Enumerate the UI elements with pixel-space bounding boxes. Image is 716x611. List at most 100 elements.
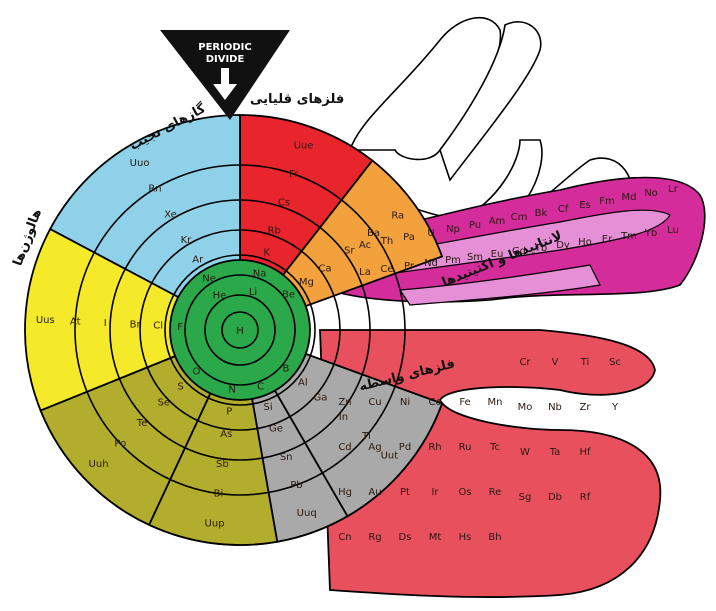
cell-label: Nb <box>548 402 562 413</box>
cell-label: H <box>236 326 244 337</box>
cell-label: Br <box>130 320 142 331</box>
cell-label: Rb <box>268 226 281 237</box>
cell-label: At <box>70 316 81 327</box>
divide-title-line1: PERIODIC <box>198 42 251 53</box>
cell-label: Np <box>446 224 460 235</box>
cell-label: Co <box>428 397 441 408</box>
cell-label: B <box>283 364 290 375</box>
cell-label: Te <box>136 418 148 429</box>
cell-label: Cl <box>153 321 163 332</box>
cell-label: F <box>177 322 183 333</box>
cell-label: Ag <box>368 442 381 453</box>
cell-label: Cr <box>519 357 531 368</box>
cell-label: Fr <box>289 169 299 180</box>
cell-label: Kr <box>181 235 193 246</box>
cell-label: Uup <box>205 518 225 529</box>
cell-label: Ba <box>367 228 380 239</box>
cell-label: Cf <box>558 204 569 215</box>
cell-label: Es <box>579 200 591 211</box>
cell-label: Pb <box>290 480 302 491</box>
cell-label: Uut <box>381 450 399 461</box>
cell-label: Sc <box>609 357 621 368</box>
cell-label: In <box>339 412 348 423</box>
cell-label: Am <box>489 216 506 227</box>
cell-label: Sg <box>519 492 532 503</box>
cell-label: Si <box>263 402 272 413</box>
cell-label: Sr <box>344 246 355 257</box>
cell-label: Er <box>602 234 613 245</box>
cell-label: Pm <box>445 255 461 266</box>
cell-label: Rg <box>368 532 381 543</box>
cell-label: Pu <box>469 220 481 231</box>
cell-label: Fm <box>599 196 615 207</box>
cell-label: Tl <box>361 431 371 442</box>
cell-label: N <box>228 384 235 395</box>
cell-label: Ho <box>578 237 592 248</box>
cell-label: Ru <box>459 442 472 453</box>
cell-label: Pt <box>400 487 410 498</box>
cell-label: Md <box>622 192 637 203</box>
cell-label: Th <box>380 236 393 247</box>
cell-label: Ac <box>359 240 371 251</box>
cell-label: Tc <box>489 442 500 453</box>
cell-label: Mo <box>518 402 533 413</box>
cell-label: He <box>213 291 227 302</box>
cell-label: K <box>263 247 270 258</box>
cell-label: Mn <box>488 397 503 408</box>
cell-label: W <box>520 447 530 458</box>
cell-label: Bk <box>535 208 548 219</box>
cell-label: Ti <box>580 357 590 368</box>
cell-label: Ga <box>313 392 327 403</box>
cell-label: Lr <box>668 184 679 195</box>
cell-label: S <box>177 381 183 392</box>
cell-label: Ca <box>318 263 331 274</box>
cell-label: Rh <box>428 442 441 453</box>
cell-label: Ce <box>380 264 393 275</box>
cell-label: As <box>220 429 232 440</box>
cell-label: Nd <box>424 258 438 269</box>
cell-label: Os <box>458 487 471 498</box>
cell-label: Al <box>298 378 308 389</box>
cell-label: I <box>104 318 107 329</box>
cell-label: Xe <box>164 209 177 220</box>
cell-label: Cm <box>511 212 528 223</box>
cell-label: Bi <box>214 489 224 500</box>
cell-label: Li <box>249 287 257 298</box>
cell-label: Se <box>158 397 171 408</box>
cell-label: Re <box>489 487 502 498</box>
cell-label: U <box>427 228 434 239</box>
cell-label: Uue <box>294 141 314 152</box>
cell-label: Db <box>548 492 562 503</box>
cell-label: Be <box>282 290 295 301</box>
cell-label: Yb <box>644 228 657 239</box>
cell-label: Uuq <box>297 508 317 519</box>
cell-label: O <box>193 366 201 377</box>
cell-label: Ds <box>399 532 412 543</box>
cell-label: Ge <box>269 424 283 435</box>
cell-label: Pd <box>399 442 411 453</box>
cell-label: Hf <box>579 447 591 458</box>
cell-label: Ta <box>549 447 561 458</box>
alkali-metals-label: فلزهای قلیایی <box>250 92 344 107</box>
cell-label: Cs <box>278 197 290 208</box>
cell-label: Ne <box>202 274 216 285</box>
cell-label: Ra <box>391 210 404 221</box>
cell-label: C <box>257 381 264 392</box>
cell-label: Tm <box>620 231 637 242</box>
cell-label: V <box>552 357 559 368</box>
cell-label: Ir <box>431 487 439 498</box>
cell-label: Cu <box>368 397 381 408</box>
cell-label: Pa <box>403 232 415 243</box>
cell-label: Cd <box>338 442 351 453</box>
cell-label: No <box>644 188 658 199</box>
cell-label: Uus <box>36 315 55 326</box>
cell-label: Cn <box>338 532 351 543</box>
cell-label: Mg <box>299 277 314 288</box>
divide-title-line2: DIVIDE <box>206 54 245 65</box>
cell-label: Au <box>368 487 381 498</box>
cell-label: Y <box>611 402 619 413</box>
cell-label: Rf <box>580 492 591 503</box>
center-hydrogen: H <box>222 312 258 348</box>
cell-label: Ni <box>400 397 410 408</box>
cell-label: Ar <box>192 255 204 266</box>
